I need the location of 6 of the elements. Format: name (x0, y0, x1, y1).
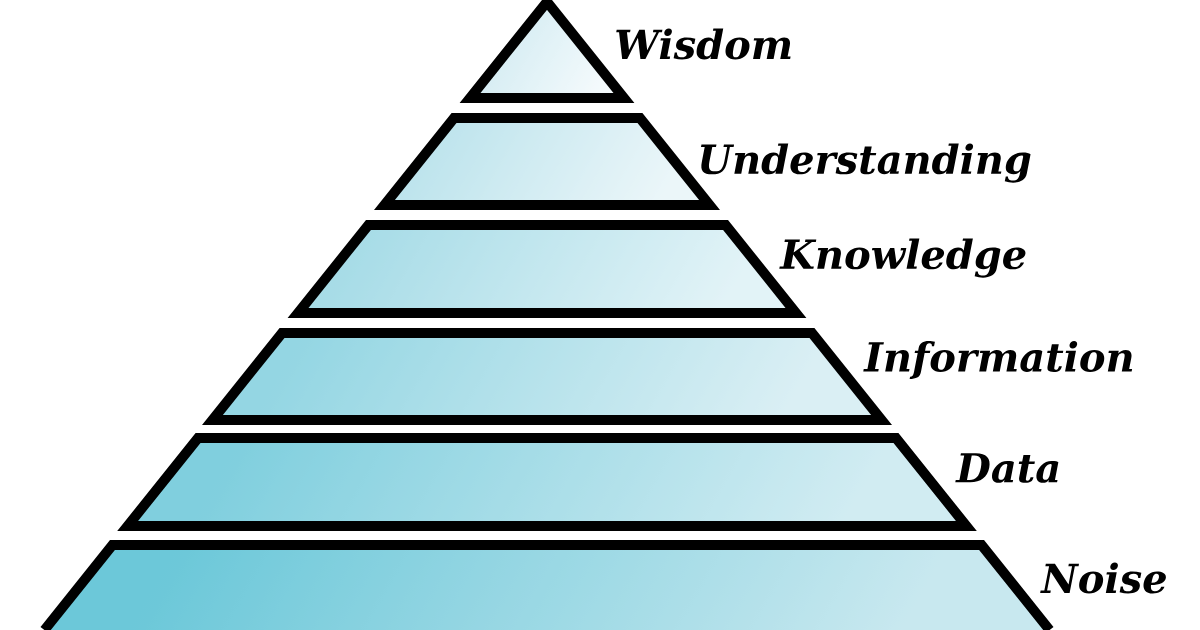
tier-label: Information (863, 341, 1133, 379)
tier-label: Knowledge (779, 238, 1026, 278)
tier-label: Noise (1040, 562, 1166, 594)
tier-label: Understanding (701, 143, 1031, 183)
tier-label: Data (955, 453, 1059, 483)
tier-label: Wisdom (616, 28, 791, 60)
